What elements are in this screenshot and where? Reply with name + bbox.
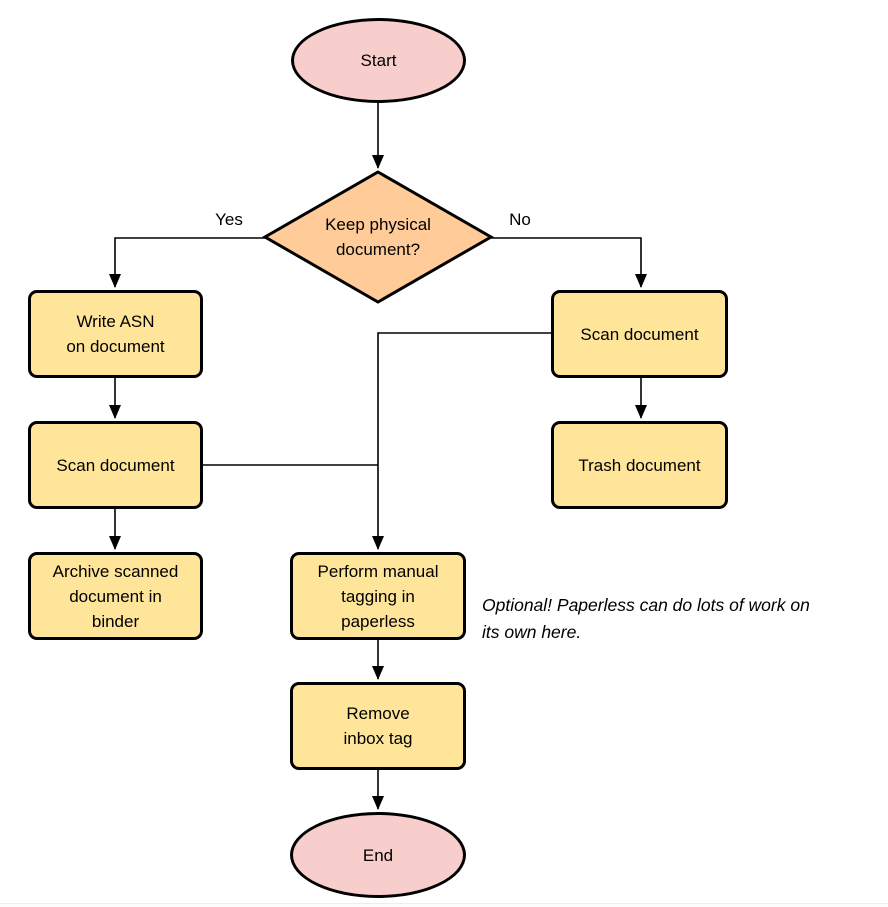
node-decision-label: Keep physical document? bbox=[325, 215, 431, 259]
node-remove-inbox-tag: Remove inbox tag bbox=[290, 682, 466, 770]
node-scan-document-left: Scan document bbox=[28, 421, 203, 509]
edge-decision-to-scan-right bbox=[491, 237, 647, 288]
node-archive-document: Archive scanned document in binder bbox=[28, 552, 203, 640]
edge-decision-to-write-asn bbox=[109, 237, 265, 288]
node-start: Start bbox=[291, 18, 466, 103]
node-scan-document-right: Scan document bbox=[551, 290, 728, 378]
node-manual-tagging: Perform manual tagging in paperless bbox=[290, 552, 466, 640]
node-trash-document: Trash document bbox=[551, 421, 728, 509]
annotation-optional-note: Optional! Paperless can do lots of work … bbox=[482, 595, 810, 642]
edge-label-no: No bbox=[509, 210, 531, 229]
edge-scan-right-to-tagging bbox=[372, 332, 551, 550]
edge-label-yes: Yes bbox=[215, 210, 243, 229]
decision-node-shape bbox=[261, 170, 495, 304]
node-write-asn: Write ASN on document bbox=[28, 290, 203, 378]
page-bottom-edge bbox=[0, 903, 888, 907]
node-end: End bbox=[290, 812, 466, 898]
